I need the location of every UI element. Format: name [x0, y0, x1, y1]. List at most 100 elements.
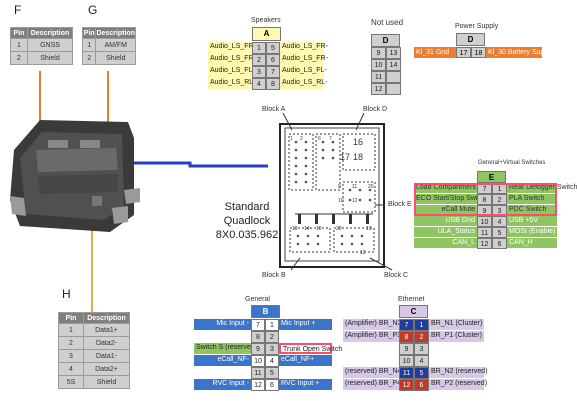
notused-pin: 14: [386, 59, 401, 71]
speakers-left-label: Audio_LS_FL+: [208, 66, 257, 77]
power-pin: 18: [471, 47, 486, 58]
ethernet-left-label: [343, 355, 399, 366]
quadlock-line1: Standard: [224, 201, 270, 213]
connector-number: 10: [338, 198, 344, 204]
switches-right-label: PDC Switch: [507, 205, 557, 215]
switches-highlight-outline: [414, 183, 557, 216]
table-h-desc: Shield: [83, 375, 130, 389]
ethernet-pin: 6: [414, 379, 429, 391]
notused-header: D: [371, 34, 400, 47]
switches-title: General+Virtual Switches: [478, 160, 546, 166]
notused-pin: 9: [371, 47, 386, 59]
block-a-label: Block A: [262, 106, 286, 113]
general-header: B: [251, 305, 280, 318]
general-left-label: [194, 331, 251, 342]
ethernet-pin: 1: [414, 319, 429, 331]
switches-right-label: PLA Switch: [507, 194, 557, 204]
general-right-label: [279, 331, 332, 342]
ethernet-pin: 7: [399, 319, 414, 331]
table-h-pin: 1: [58, 323, 84, 337]
ethernet-pin: 10: [399, 355, 414, 367]
switches-right-label: MOSt (Enable): [507, 227, 557, 237]
general-pin: 7: [251, 319, 265, 331]
switches-pin: 8: [477, 194, 492, 205]
label-g: G: [88, 3, 98, 17]
power-pin: 17: [456, 47, 471, 58]
connector-number: 12: [352, 198, 358, 204]
switches-pin: 4: [492, 216, 507, 227]
speakers-right-label: Audio_LS_FL-: [280, 66, 327, 77]
head-unit-body: [10, 120, 140, 232]
ethernet-pin: 12: [399, 379, 414, 391]
general-right-label: Mic Input +: [279, 319, 332, 330]
speakers-pin: 8: [266, 78, 280, 90]
speakers-pin: 5: [266, 42, 280, 54]
ethernet-left-label: (Amplifier) BR_P3: [343, 331, 401, 342]
label-f: F: [14, 3, 22, 17]
connector-number: 6: [318, 136, 321, 142]
ethernet-pin: 11: [399, 367, 414, 379]
speakers-pin: 1: [252, 42, 266, 54]
speakers-pin: 3: [252, 66, 266, 78]
general-left-label: eCall_NF-: [194, 355, 251, 366]
table-h-pin: 5S: [58, 375, 84, 389]
connector-number: 7: [329, 136, 332, 142]
speakers-header: A: [252, 27, 281, 41]
switches-left-label: Load Compartment Light: [414, 183, 494, 193]
general-right-label: eCall_NF+: [279, 355, 332, 366]
speakers-right-label: Audio_LS_RL-: [280, 78, 328, 89]
table-g-pin: 2: [81, 51, 97, 65]
notused-pin: 11: [371, 71, 386, 83]
connector-number: 12: [360, 250, 366, 256]
ethernet-left-label: (reserved) BR_N4: [343, 367, 401, 378]
table-h-desc: Data2-: [83, 336, 130, 350]
speakers-pin: 7: [266, 66, 280, 78]
table-h-desc: Data1+: [83, 323, 130, 337]
general-pin: 10: [251, 355, 265, 367]
switches-left-label: ULA_Status: [414, 227, 477, 237]
ethernet-right-label: BR_N2 (reserved): [429, 367, 487, 378]
block-c-label: Block C: [384, 272, 409, 279]
general-pin: 3: [265, 343, 279, 355]
switches-left-label: USB Gnd: [414, 216, 477, 226]
connector-number: 17: [340, 152, 351, 162]
connector-number: 14: [304, 226, 310, 232]
notused-pin: 10: [371, 59, 386, 71]
table-g-header-pin: Pin: [81, 27, 97, 39]
ethernet-left-label: [343, 343, 399, 354]
general-pin: 4: [265, 355, 279, 367]
general-left-label: Switch S (reserve): [194, 343, 253, 354]
connector-number: 18: [353, 152, 364, 162]
block-e-label: Block E: [388, 201, 412, 208]
general-pin: 6: [265, 379, 279, 391]
general-pin: 9: [251, 343, 265, 355]
notused-pin: [386, 83, 401, 95]
general-title: General: [245, 296, 270, 303]
ethernet-pin: 2: [414, 331, 429, 343]
connector-number: 20: [336, 226, 342, 232]
speakers-right-label: Audio_LS_FR-: [280, 54, 328, 65]
speakers-left-label: Audio_LS_RL+: [208, 78, 257, 89]
ethernet-pin: 4: [414, 355, 429, 367]
switches-pin: 12: [477, 238, 492, 249]
connector-number: 19: [366, 226, 372, 232]
connector-number: 11: [352, 184, 358, 190]
quadlock-title: Standard Quadlock 8X0.035.962: [214, 200, 280, 242]
switches-right-label: Rear Defogger Switch: [507, 183, 577, 193]
ethernet-right-label: [429, 355, 484, 366]
connector-number: 13: [292, 226, 298, 232]
speakers-pin: 6: [266, 54, 280, 66]
general-pin: 1: [265, 319, 279, 331]
ethernet-pin: 3: [414, 343, 429, 355]
quadlock-connector-line: [128, 161, 268, 168]
ethernet-pin: 9: [399, 343, 414, 355]
table-g-desc: Shield: [95, 51, 136, 65]
quadlock-connector: [279, 112, 393, 271]
quadlock-part-number: 8X0.035.962: [215, 229, 279, 241]
ethernet-right-label: BR_N1 (Cluster): [429, 319, 484, 330]
power-title: Power Supply: [455, 23, 499, 30]
general-pin: 2: [265, 331, 279, 343]
notused-pin: [386, 71, 401, 83]
